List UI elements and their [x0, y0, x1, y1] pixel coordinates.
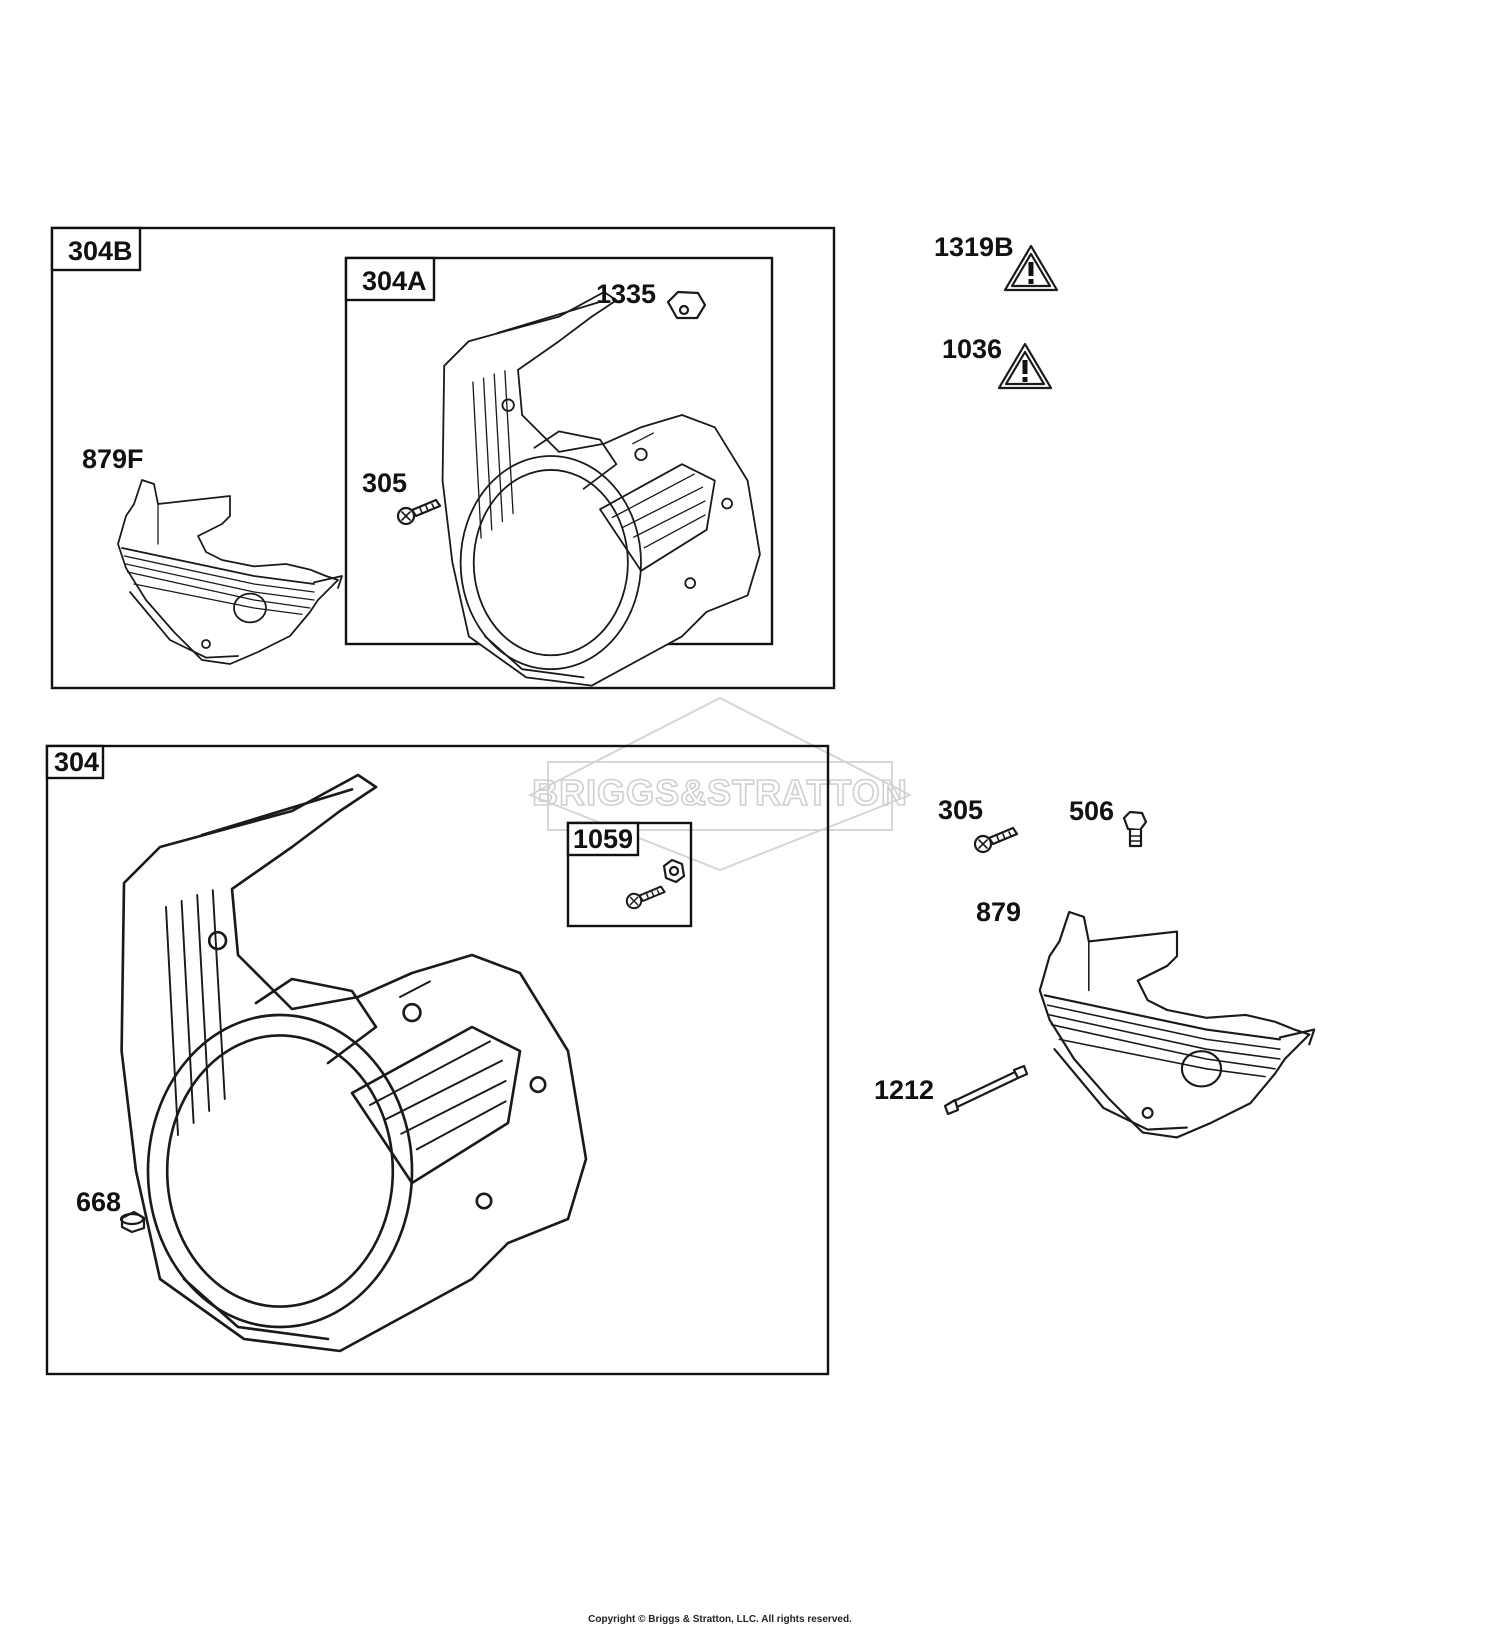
- guard-879-drawing[interactable]: [1038, 910, 1316, 1139]
- part-879F-label[interactable]: 879F: [82, 444, 144, 474]
- screw-1059-drawing[interactable]: [625, 885, 666, 910]
- part-305-right-label[interactable]: 305: [938, 795, 983, 825]
- part-305-top-label[interactable]: 305: [362, 468, 407, 498]
- blower-housing-304-drawing[interactable]: [120, 773, 588, 1353]
- group-304A-tag: [344, 256, 436, 302]
- group-1059: 1059: [566, 821, 693, 928]
- part-506-label[interactable]: 506: [1069, 796, 1114, 826]
- group-304A-label[interactable]: 304A: [362, 266, 427, 296]
- group-304-label[interactable]: 304: [54, 747, 99, 777]
- brand-watermark: BRIGGS&STRATTON: [527, 696, 913, 872]
- stud-1212-drawing[interactable]: [943, 1064, 1029, 1116]
- spacer-668-drawing[interactable]: [119, 1210, 146, 1234]
- group-304-frame: [45, 744, 830, 1376]
- part-879-label[interactable]: 879: [976, 897, 1021, 927]
- group-1059-label[interactable]: 1059: [573, 824, 633, 854]
- group-304A: 304A: [344, 256, 774, 687]
- group-304-tag: [45, 744, 105, 780]
- group-304: 304: [45, 744, 830, 1376]
- guard-879F-drawing[interactable]: [117, 479, 343, 665]
- part-1036-label[interactable]: 1036: [942, 334, 1002, 364]
- part-668-label[interactable]: 668: [76, 1187, 121, 1217]
- washer-1059-drawing[interactable]: [662, 858, 686, 884]
- group-304B: 304B: [50, 226, 836, 690]
- blower-housing-304A-drawing[interactable]: [441, 291, 761, 687]
- part-1212-label[interactable]: 1212: [874, 1075, 934, 1105]
- screw-305-top-drawing[interactable]: [396, 498, 442, 526]
- screw-305-right-drawing[interactable]: [973, 826, 1019, 854]
- part-1319B-label[interactable]: 1319B: [934, 232, 1014, 262]
- group-304B-frame: [50, 226, 836, 690]
- copyright-footer: Copyright © Briggs & Stratton, LLC. All …: [588, 1614, 852, 1625]
- bolt-506-drawing[interactable]: [1122, 810, 1148, 848]
- brand-watermark-text: BRIGGS&STRATTON: [532, 772, 908, 813]
- group-304B-tag: [50, 226, 142, 272]
- group-1059-tag: [566, 821, 640, 857]
- warning-label-1036-icon[interactable]: [997, 342, 1053, 390]
- nut-1335-drawing[interactable]: [666, 290, 707, 320]
- group-304B-label[interactable]: 304B: [68, 236, 133, 266]
- part-1335-label[interactable]: 1335: [596, 279, 656, 309]
